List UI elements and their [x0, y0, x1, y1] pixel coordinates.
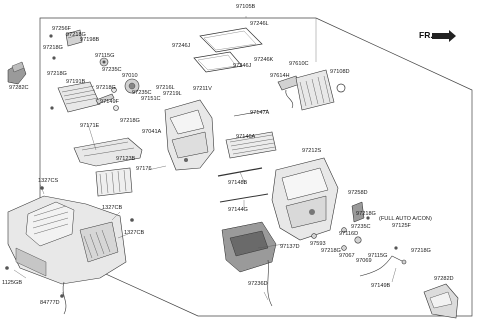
label-97144G: 97144G [228, 207, 248, 213]
label-97198B: 97198B [80, 37, 100, 43]
seal-gaskets [193, 27, 263, 73]
heater-core-97123B [95, 167, 133, 197]
label-97218G: 97218G [411, 248, 431, 254]
label-97256F: 97256F [52, 26, 71, 32]
label-97216L: 97216L [156, 85, 175, 91]
label-97151C: 97151C [141, 96, 161, 102]
clip-ring-97108D [336, 83, 346, 93]
label-97218G: 97218G [120, 118, 140, 124]
screw-set-top-left [49, 34, 56, 110]
label-97218G: 97218G [47, 71, 67, 77]
label-97105B: 97105B [236, 4, 256, 10]
label-1327CB: 1327CB [102, 205, 123, 211]
air-duct-97171E [73, 137, 143, 167]
label-97610C: 97610C [289, 61, 309, 67]
label-97212S: 97212S [302, 148, 322, 154]
front-arrow-icon [432, 30, 456, 42]
label-97123B: 97123B [116, 156, 136, 162]
leader-lines [13, 16, 397, 301]
label-97116D: 97116D [339, 231, 359, 237]
label-97593: 97593 [310, 241, 326, 247]
label-97218G: 97218G [321, 248, 341, 254]
label-97191B: 97191B [66, 79, 86, 85]
label-97218G: 97218G [43, 45, 63, 51]
label-1327CS: 1327CS [38, 178, 59, 184]
lower-duct-97137D [221, 221, 277, 273]
label-97137D: 97137D [280, 244, 300, 250]
label-97115G: 97115G [368, 253, 388, 259]
label-97147A: 97147A [250, 110, 270, 116]
front-direction-label: FR. [419, 30, 433, 40]
label-97067: 97067 [339, 253, 355, 259]
label-1125GB: 1125GB [2, 280, 23, 286]
label-97171E: 97171E [80, 123, 100, 129]
evaporator-core [225, 131, 277, 159]
duct-bracket-left [7, 61, 27, 85]
cabin-air-filter-box [295, 69, 335, 111]
duct-bracket-right [423, 283, 459, 319]
label-97246K: 97246K [254, 57, 274, 63]
full-auto-note: (FULL AUTO A/CON) [379, 216, 432, 222]
label-97041A: 97041A [142, 129, 162, 135]
bracket-97258D [351, 201, 365, 223]
case-lower-97212S [271, 157, 339, 241]
label-97149B: 97149B [371, 283, 391, 289]
label-97282D: 97282D [434, 276, 454, 282]
label-97246L: 97246L [250, 21, 269, 27]
actuator-97593 [311, 233, 317, 239]
label-97069: 97069 [356, 258, 372, 264]
label-97246J: 97246J [172, 43, 191, 49]
label-97146A: 97146A [236, 134, 256, 140]
label-97219L: 97219L [163, 91, 182, 97]
label-97235C: 97235C [102, 67, 122, 73]
label-97010: 97010 [122, 73, 138, 79]
blower-cable [62, 281, 67, 315]
seal-strip-97147A [233, 109, 269, 117]
label-97235C: 97235C [132, 90, 152, 96]
label-97218G: 97218G [66, 32, 86, 38]
label-97235C: 97235C [351, 224, 371, 230]
label-97218G: 97218G [96, 85, 116, 91]
heater-core-block [57, 81, 101, 113]
label-1327CB: 1327CB [124, 230, 145, 236]
drain-hose-97236D [267, 259, 273, 307]
label-97246J: 97246J [233, 63, 252, 69]
case-upper-97211V [164, 99, 215, 171]
label-97236D: 97236D [248, 281, 268, 287]
label-97176: 97176 [136, 166, 152, 172]
label-97282C: 97282C [9, 85, 29, 91]
label-97108D: 97108D [330, 69, 350, 75]
label-97125F: 97125F [392, 223, 411, 229]
label-97149F: 97149F [100, 99, 119, 105]
label-84777D: 84777D [40, 300, 60, 306]
blower-unit [7, 195, 127, 315]
link-lever [95, 93, 115, 105]
label-97614H: 97614H [270, 73, 290, 79]
motor-actuator-97010 [124, 78, 140, 94]
actuator-bracket [65, 29, 83, 47]
label-97211V: 97211V [193, 86, 212, 92]
label-97218G: 97218G [356, 211, 376, 217]
seal-97144G [219, 193, 269, 203]
label-97115G: 97115G [95, 53, 115, 59]
label-97258D: 97258D [348, 190, 368, 196]
wire-harness-97149B [359, 255, 405, 277]
label-97148B: 97148B [228, 180, 248, 186]
